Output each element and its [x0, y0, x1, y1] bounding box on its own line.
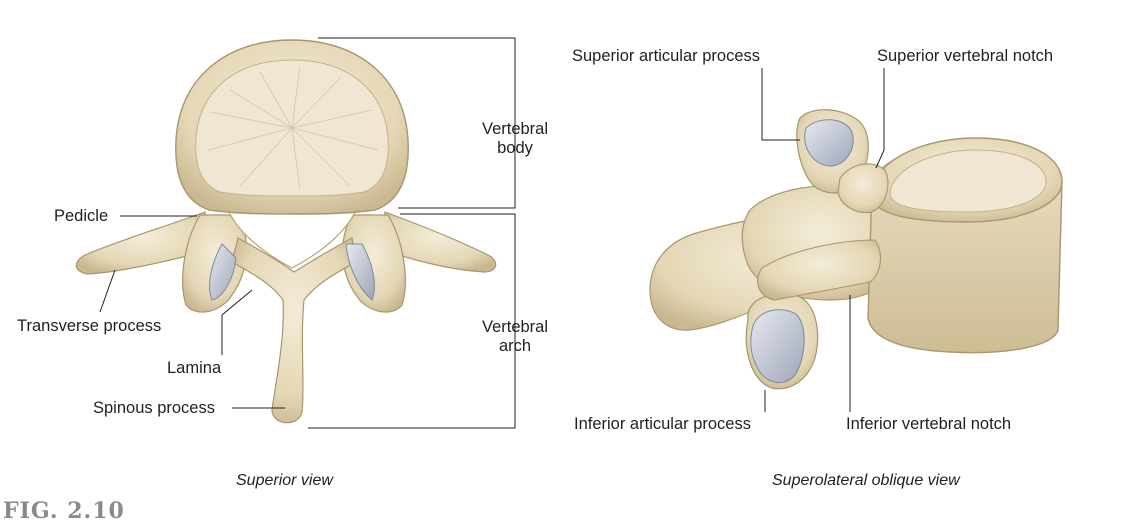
label-vertebral-arch-line2: arch — [498, 337, 532, 355]
lamina-spinous-shape — [231, 237, 357, 424]
label-vertebral-body-line1: Vertebral — [481, 120, 549, 138]
oblique-pedicle-shape — [837, 163, 889, 214]
label-superior-articular-process: Superior articular process — [572, 47, 760, 65]
label-vertebral-body: Vertebral body — [470, 120, 560, 158]
label-vertebral-arch: Vertebral arch — [470, 318, 560, 356]
oblique-inferior-facet-shape — [750, 309, 805, 384]
lamina-leader — [221, 289, 253, 355]
right-articular-facet-shape — [345, 243, 375, 301]
caption-superior-view: Superior view — [236, 472, 333, 489]
label-vertebral-body-line2: body — [497, 139, 533, 157]
figure-label: FIG. 2.10 — [3, 498, 125, 524]
superior-view-leaders — [99, 37, 516, 429]
oblique-view-leaders — [761, 68, 885, 412]
left-transverse-process-shape — [75, 211, 211, 275]
right-transverse-process-shape — [381, 211, 497, 273]
oblique-superior-facet-shape — [804, 119, 854, 167]
caption-superolateral-oblique-view: Superolateral oblique view — [772, 472, 960, 489]
superior-view-vertebra — [75, 39, 497, 424]
label-lamina: Lamina — [167, 359, 222, 377]
label-inferior-vertebral-notch: Inferior vertebral notch — [846, 415, 1012, 433]
vertebral-body-bracket — [318, 37, 516, 209]
superior-vertebral-notch-leader — [875, 68, 885, 169]
label-vertebral-arch-line1: Vertebral — [481, 318, 549, 336]
superior-articular-process-leader — [761, 68, 800, 141]
cancellous-texture — [207, 65, 379, 191]
vertebral-foramen-shape — [227, 209, 357, 269]
label-spinous-process: Spinous process — [93, 399, 215, 417]
label-pedicle: Pedicle — [54, 207, 109, 225]
oblique-lamina-tube-shape — [757, 239, 881, 301]
label-inferior-articular-process: Inferior articular process — [574, 415, 751, 433]
left-articular-facet-shape — [209, 243, 237, 301]
transverse-process-leader — [99, 269, 116, 313]
oblique-view-vertebra — [649, 109, 1063, 390]
label-superior-vertebral-notch: Superior vertebral notch — [877, 47, 1054, 65]
oblique-body-top-cancellous-shape — [889, 149, 1047, 213]
label-transverse-process: Transverse process — [17, 317, 162, 335]
vertebra-illustration — [75, 37, 1063, 429]
vertebral-arch-bracket — [308, 213, 516, 429]
